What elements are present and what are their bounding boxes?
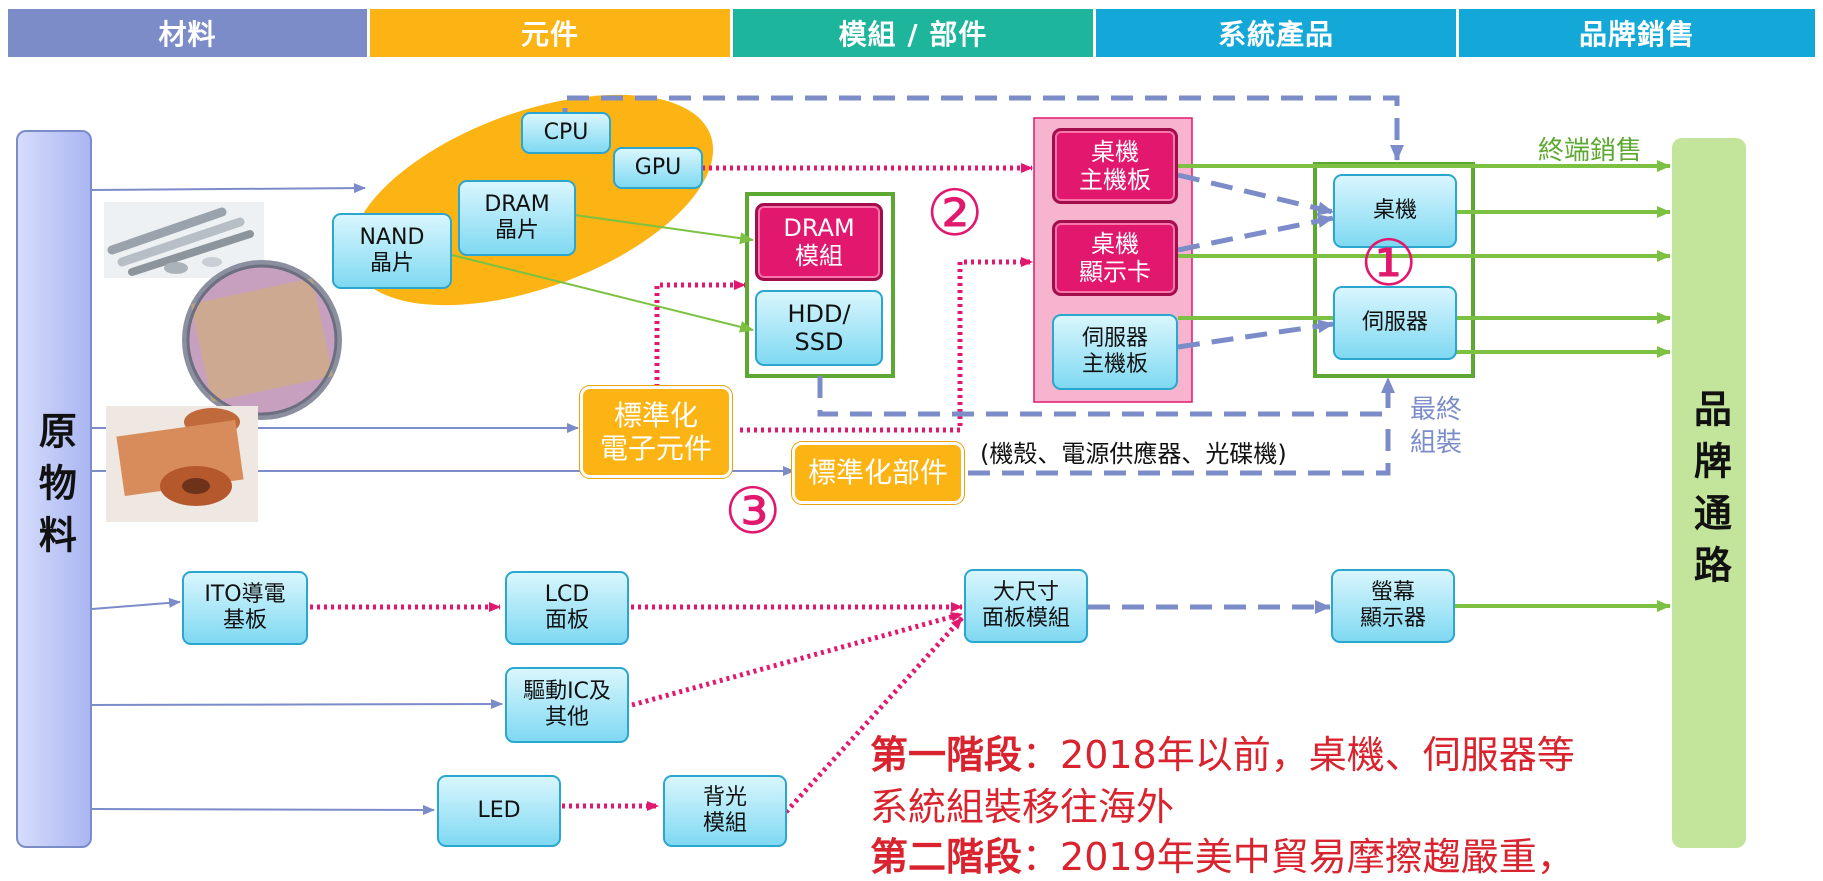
node-desktop-graphics-card: 桌機 顯示卡 [1052, 220, 1178, 296]
final-assembly-label: 最終 組裝 [1410, 395, 1463, 458]
header-materials: 材料 [8, 9, 367, 57]
header-systems: 系統產品 [1096, 9, 1456, 57]
node-ito-substrate: ITO導電 基板 [182, 571, 308, 645]
node-nand-chip: NAND 晶片 [332, 213, 452, 289]
raw-materials-bar: 原物料 [16, 130, 92, 848]
brand-channel-bar: 品牌通路 [1672, 138, 1746, 848]
node-gpu: GPU [613, 147, 703, 189]
node-hdd-ssd: HDD/ SSD [755, 290, 883, 366]
node-desktop: 桌機 [1333, 174, 1457, 248]
node-standardized-parts: 標準化部件 [792, 442, 964, 504]
node-monitor: 螢幕 顯示器 [1331, 569, 1455, 643]
node-dram-chip: DRAM 晶片 [458, 180, 576, 256]
header-modules: 模組 / 部件 [733, 9, 1093, 57]
stage-one-text-line2: 系統組裝移往海外 [870, 785, 1175, 829]
marker-three: ③ [724, 475, 782, 549]
node-large-panel-module: 大尺寸 面板模組 [964, 569, 1088, 643]
stage-one-title: 第一階段 [870, 733, 1023, 777]
node-driver-ic: 驅動IC及 其他 [505, 667, 629, 743]
stage-two-title: 第二階段 [870, 835, 1023, 879]
silicon-wafer-image [182, 260, 342, 420]
node-backlight-module: 背光 模組 [663, 775, 787, 847]
node-led: LED [437, 775, 561, 847]
header-brand-sales: 品牌銷售 [1459, 9, 1815, 57]
header-components: 元件 [370, 9, 730, 57]
node-standardized-components: 標準化 電子元件 [580, 386, 732, 478]
node-lcd-panel: LCD 面板 [505, 571, 629, 645]
copper-foil-image [106, 406, 258, 522]
stage-one-text: 第一階段：2018年以前，桌機、伺服器等 [870, 733, 1575, 777]
flow-diagram [91, 94, 1671, 815]
node-dram-module: DRAM 模組 [755, 203, 883, 281]
node-cpu: CPU [521, 112, 611, 154]
stage-two-text: 第二階段：2019年美中貿易摩擦趨嚴重， [870, 835, 1575, 879]
node-desktop-mainboard: 桌機 主機板 [1052, 128, 1178, 204]
terminal-sales-label: 終端銷售 [1538, 136, 1643, 166]
marker-two: ② [926, 177, 984, 251]
marker-one: ① [1360, 227, 1418, 301]
parts-note-label: (機殼、電源供應器、光碟機) [980, 440, 1287, 468]
node-server-mainboard: 伺服器 主機板 [1052, 314, 1178, 390]
node-server: 伺服器 [1333, 286, 1457, 360]
